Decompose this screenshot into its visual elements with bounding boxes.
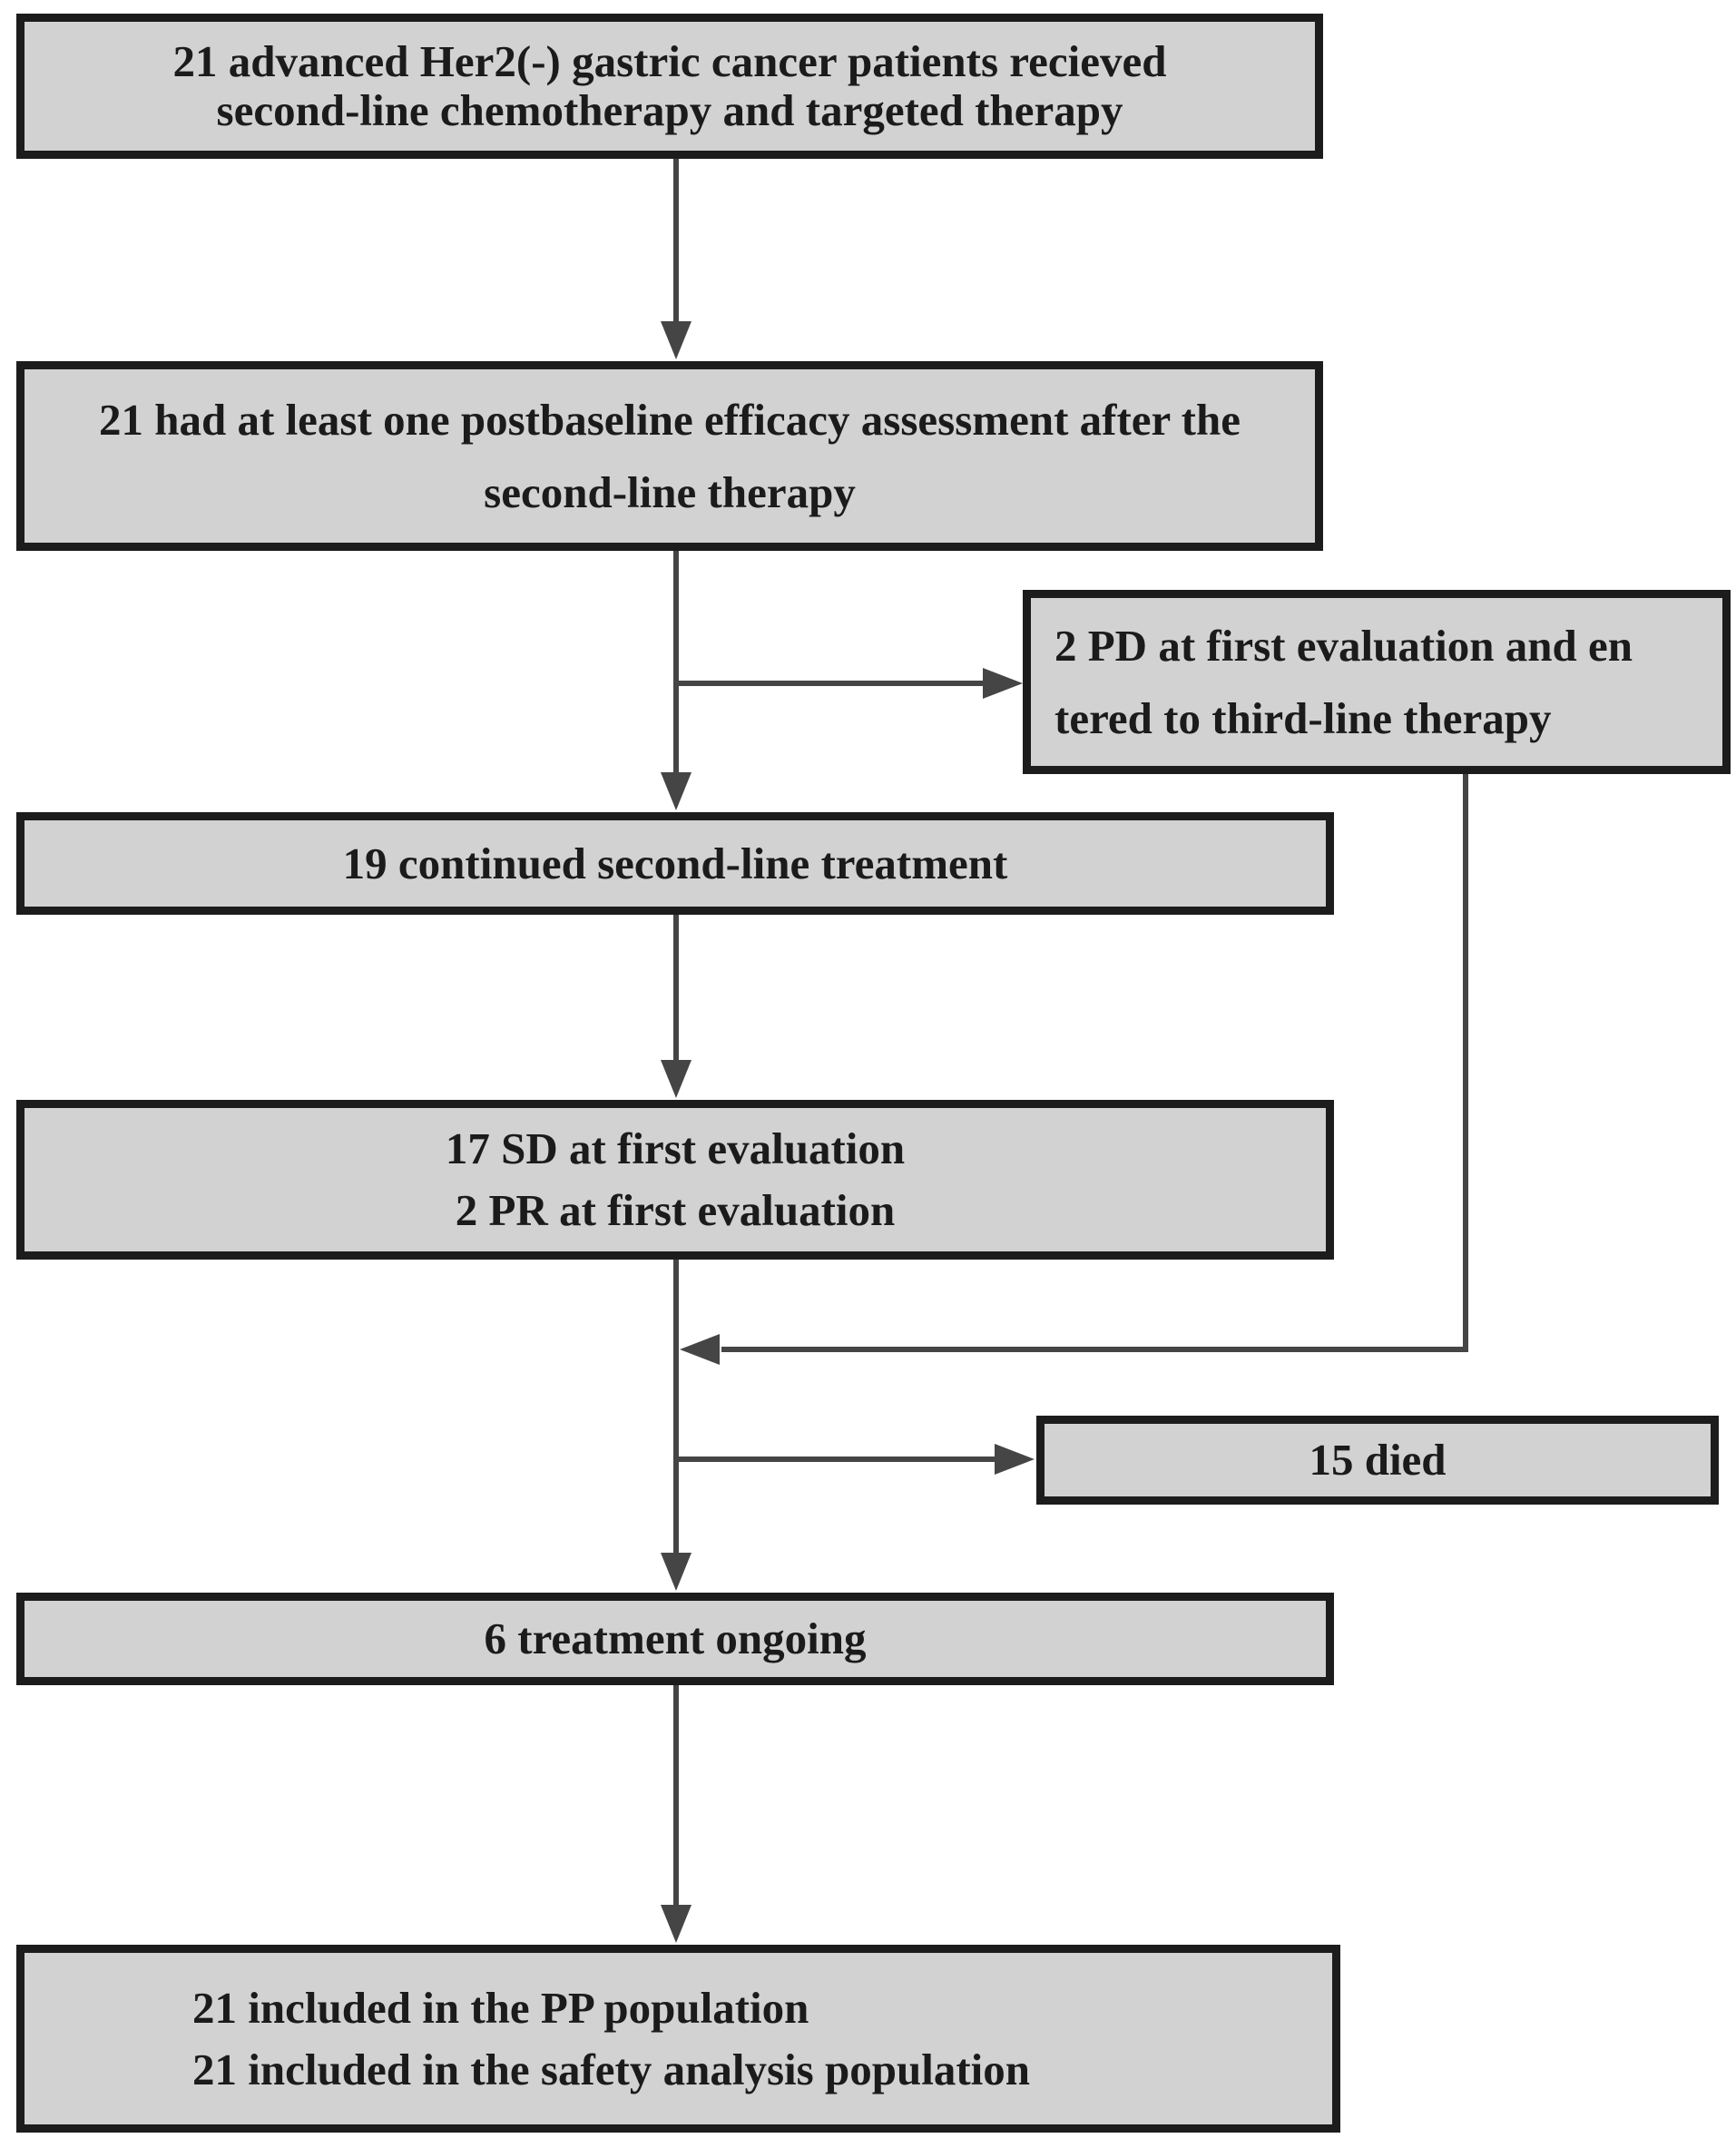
arrowhead-down-response xyxy=(661,1060,691,1098)
node-ongoing-line-1: 6 treatment ongoing xyxy=(484,1613,867,1663)
arrowhead-down-assessed xyxy=(661,321,691,359)
arrowhead-left-rejoin xyxy=(680,1334,720,1365)
node-population: 21 included in the PP population 21 incl… xyxy=(16,1945,1340,2133)
node-assessed-line-2: second-line therapy xyxy=(484,466,856,517)
connector-pd-rejoin xyxy=(721,772,1468,1352)
arrowhead-right-pd xyxy=(983,668,1023,699)
node-pd-third-line: 2 PD at first evaluation and en tered to… xyxy=(1023,590,1731,774)
node-response-line-2: 2 PR at first evaluation xyxy=(455,1185,896,1235)
node-assessed-line-1: 21 had at least one postbaseline efficac… xyxy=(99,394,1241,445)
node-died-line-1: 15 died xyxy=(1309,1435,1447,1485)
node-died: 15 died xyxy=(1036,1416,1719,1505)
node-response: 17 SD at first evaluation 2 PR at first … xyxy=(16,1100,1334,1260)
arrowhead-down-population xyxy=(661,1905,691,1943)
node-response-line-1: 17 SD at first evaluation xyxy=(445,1123,906,1173)
node-population-line-1: 21 included in the PP population xyxy=(192,1982,809,2033)
node-continued: 19 continued second-line treatment xyxy=(16,812,1334,915)
node-continued-line-1: 19 continued second-line treatment xyxy=(342,838,1008,888)
node-enrolled: 21 advanced Her2(-) gastric cancer patie… xyxy=(16,14,1323,159)
node-pd-line-2: tered to third-line therapy xyxy=(1054,692,1552,743)
arrowhead-down-ongoing xyxy=(661,1553,691,1591)
node-ongoing: 6 treatment ongoing xyxy=(16,1593,1334,1685)
arrowhead-down-continued xyxy=(661,772,691,810)
node-enrolled-line-1: 21 advanced Her2(-) gastric cancer patie… xyxy=(172,36,1167,86)
node-pd-line-1: 2 PD at first evaluation and en xyxy=(1054,620,1633,671)
node-assessed: 21 had at least one postbaseline efficac… xyxy=(16,361,1323,551)
node-enrolled-line-2: second-line chemotherapy and targeted th… xyxy=(216,85,1123,135)
arrowhead-right-died xyxy=(995,1444,1035,1475)
node-population-line-2: 21 included in the safety analysis popul… xyxy=(192,2044,1031,2094)
